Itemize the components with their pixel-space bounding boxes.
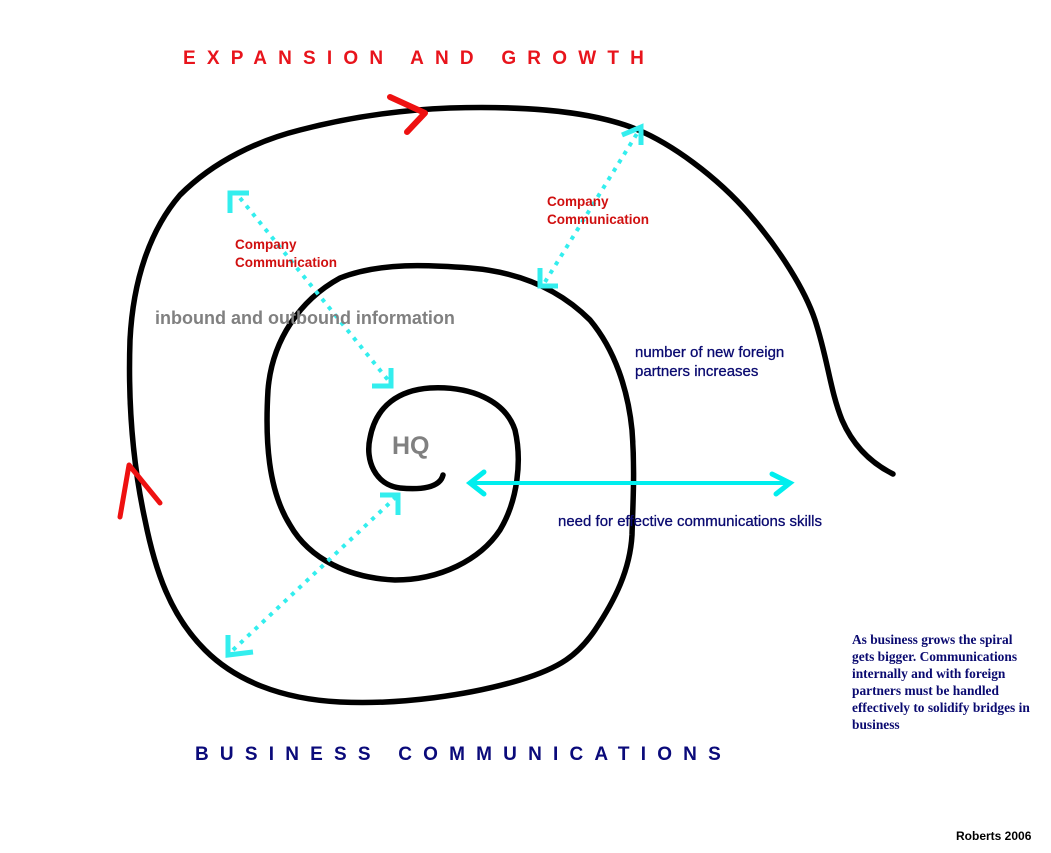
- communication-arrow-lower-left-icon: [225, 492, 401, 658]
- communication-skills-label: need for effective communications skills: [558, 513, 823, 530]
- label-line: Communication: [235, 255, 338, 270]
- growth-arrow-top-icon: [387, 94, 428, 135]
- growth-spiral: [126, 104, 896, 706]
- author-signature: Roberts 2006: [956, 829, 1032, 843]
- growth-arrow-left-icon: [117, 462, 163, 520]
- inbound-outbound-label: inbound and outbound information: [155, 308, 455, 328]
- partners-increase-label: number of new foreign partners increases: [635, 343, 785, 381]
- label-line: partners increases: [635, 363, 759, 380]
- explanatory-note: As business grows the spiral gets bigger…: [852, 632, 1030, 732]
- label-line: number of new foreign: [635, 344, 785, 361]
- company-communication-label-left: Company Communication: [235, 236, 337, 272]
- label-line: Company: [547, 194, 609, 209]
- communication-double-arrow-icon: [465, 469, 795, 497]
- title-business-communications: BUSINESS COMMUNICATIONS: [195, 744, 732, 765]
- hq-label: HQ: [392, 432, 430, 460]
- communication-arrow-upper-left-icon: [227, 190, 394, 389]
- title-expansion-growth: EXPANSION AND GROWTH: [183, 48, 656, 69]
- label-line: Company: [235, 237, 297, 252]
- communication-arrow-upper-right-icon: [537, 123, 644, 289]
- label-line: Communication: [547, 212, 650, 227]
- company-communication-label-right: Company Communication: [547, 193, 649, 229]
